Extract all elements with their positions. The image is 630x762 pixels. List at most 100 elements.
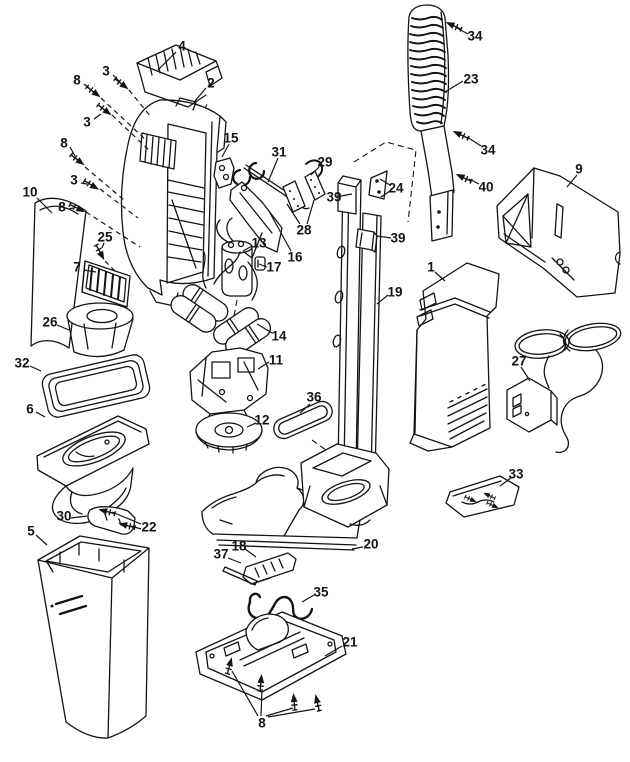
part-number-label: 5 — [27, 524, 35, 539]
part-1-main-body — [409, 262, 500, 452]
leader-line — [56, 324, 70, 331]
part-number-label: 3 — [102, 64, 110, 79]
part-14-battery-pack — [170, 251, 272, 356]
part-number-label: 39 — [326, 190, 341, 205]
part-number-label: 23 — [463, 72, 479, 87]
leader-line — [434, 271, 446, 282]
part-12-impeller — [195, 412, 263, 454]
leader-line — [301, 594, 315, 603]
leader-line — [29, 365, 42, 372]
part-23-handle-grip — [407, 4, 455, 242]
leader-line — [380, 190, 391, 198]
part-number-label: 22 — [141, 520, 156, 535]
part-number-label: 8 — [258, 716, 266, 731]
part-number-label: 27 — [511, 354, 526, 369]
part-37-rod — [222, 566, 258, 586]
leader-line — [310, 166, 320, 176]
leader-line — [566, 174, 578, 188]
leader-line — [69, 146, 76, 157]
part-number-label: 40 — [478, 180, 493, 195]
part-13-motor-cylinder — [216, 217, 253, 297]
brand-mark — [50, 594, 88, 616]
leader-line — [231, 670, 259, 717]
leader-line — [104, 260, 118, 274]
screw-icon — [112, 75, 132, 93]
leader-line — [112, 74, 120, 82]
screw-icon — [92, 242, 108, 263]
part-19-handle-tube — [332, 170, 388, 478]
leader-line — [306, 199, 315, 225]
part-number-label: 1 — [427, 260, 435, 275]
leader-line — [466, 136, 482, 147]
part-number-label: 33 — [508, 467, 524, 482]
part-number-label: 4 — [178, 39, 186, 54]
part-number-label: 30 — [56, 509, 71, 524]
part-number-label: 29 — [317, 155, 332, 170]
leader-line — [246, 422, 257, 428]
part-number-label: 8 — [73, 73, 81, 88]
part-number-label: 37 — [213, 547, 228, 562]
part-number-label: 31 — [271, 145, 287, 160]
leader-line — [267, 157, 279, 183]
callout-layer: 4238383810257263261531292816131714111236… — [14, 27, 583, 731]
part-number-label: 7 — [73, 260, 81, 275]
part-number-label: 20 — [363, 537, 378, 552]
part-number-label: 36 — [306, 390, 322, 405]
part-number-label: 12 — [254, 413, 269, 428]
leader-line — [269, 212, 292, 252]
leader-line — [260, 688, 263, 717]
leader-line — [242, 245, 253, 252]
leader-line — [258, 263, 268, 268]
part-number-label: 26 — [42, 315, 58, 330]
leader-line — [244, 548, 257, 558]
part-number-label: 24 — [388, 181, 404, 196]
part-number-label: 25 — [97, 230, 113, 245]
leader-line — [100, 97, 148, 142]
leader-line — [267, 708, 316, 718]
part-number-label: 14 — [271, 329, 287, 344]
part-28-contact-plates — [282, 170, 326, 213]
part-9-top-housing — [496, 167, 621, 298]
part-number-label: 35 — [313, 585, 329, 600]
part-number-label: 3 — [70, 173, 78, 188]
leader-line — [351, 546, 364, 550]
screw-icon — [453, 170, 474, 186]
part-7-ribbed-plate — [81, 260, 131, 308]
part-17-clip — [254, 256, 266, 271]
leader-line — [111, 511, 142, 525]
part-30-latch-plate — [87, 506, 136, 535]
screw-icon — [68, 151, 88, 169]
part-21-base-plate — [195, 611, 347, 701]
part-number-label: 6 — [26, 402, 34, 417]
part-number-label: 17 — [266, 260, 281, 275]
part-6-bag-adapter — [36, 415, 150, 525]
leader-line — [99, 188, 139, 219]
part-2-handle-housing — [120, 97, 227, 307]
part-number-label: 34 — [480, 143, 496, 158]
screw-icon — [450, 127, 471, 143]
leader-line — [85, 211, 141, 248]
leader-line — [444, 80, 464, 93]
leader-line — [221, 143, 230, 158]
leader-line — [499, 477, 512, 487]
leader-line — [256, 323, 273, 334]
leader-line — [299, 403, 311, 414]
leader-line — [376, 294, 389, 305]
leader-line — [379, 178, 391, 186]
leader-line — [520, 366, 531, 382]
leader-line — [286, 203, 301, 225]
leader-line — [128, 89, 152, 118]
part-16-lever — [229, 181, 283, 259]
leader-line — [257, 361, 270, 370]
part-39-clip-lower — [355, 228, 378, 253]
leader-line — [35, 534, 48, 546]
part-number-label: 18 — [231, 539, 247, 554]
part-number-label: 8 — [60, 136, 68, 151]
part-18-brush-insert — [242, 552, 297, 585]
part-number-label: 9 — [575, 162, 583, 177]
part-number-label: 10 — [22, 185, 37, 200]
leader-line — [35, 411, 46, 418]
part-number-label: 15 — [223, 131, 239, 146]
